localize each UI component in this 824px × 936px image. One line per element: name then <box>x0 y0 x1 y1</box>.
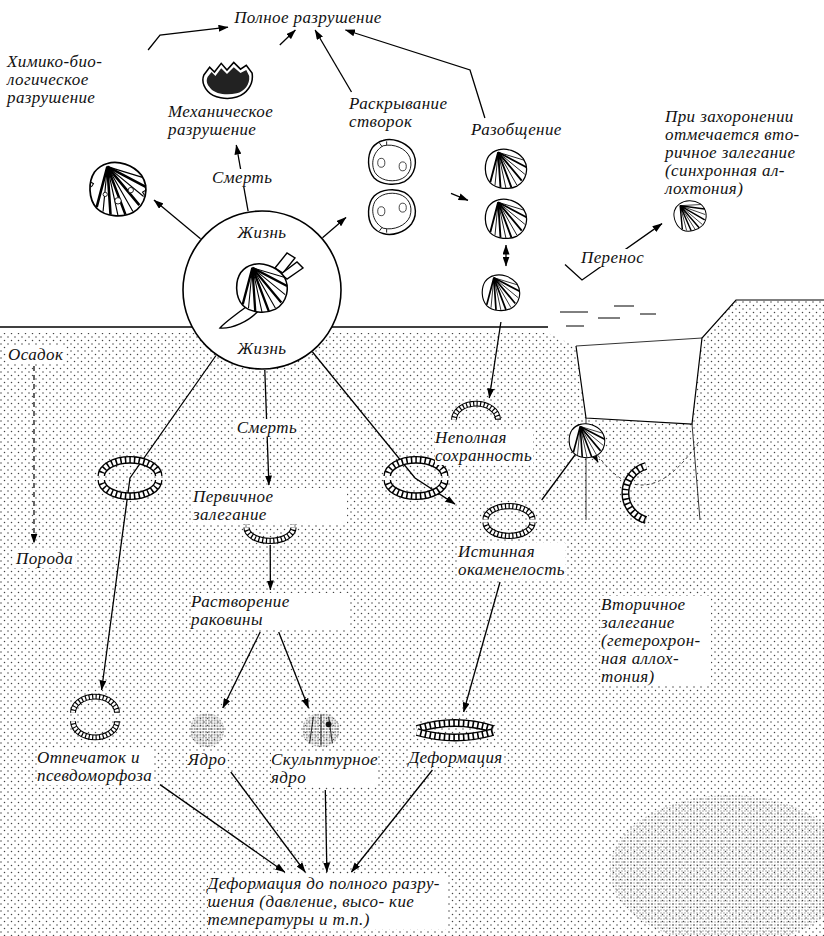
flow-arrow <box>154 200 201 239</box>
floating-valve <box>482 275 519 311</box>
stage-caption: Деформация <box>408 749 502 767</box>
flow-arrow <box>325 790 327 872</box>
partial-section <box>454 404 498 420</box>
shell-section <box>101 460 158 496</box>
reworked-shell <box>569 424 605 458</box>
imprint-section <box>73 721 117 737</box>
sediment-arrow <box>33 366 34 543</box>
stage-caption: При захоронении отмечается вто- ричное з… <box>665 108 811 198</box>
stage-caption: Неполная сохранность <box>435 429 533 465</box>
current-lines <box>560 306 656 326</box>
stage-caption: Истинная окаменелость <box>458 543 565 579</box>
stage-block: Первичное залегание <box>190 485 350 545</box>
flow-arrow <box>313 352 456 504</box>
separate-valve <box>485 149 526 188</box>
open-valve <box>369 190 416 235</box>
stage-caption: Полное разрушение <box>234 9 382 27</box>
double-arrow <box>505 245 506 266</box>
flow-arrow <box>451 193 468 200</box>
separate-valve <box>485 199 526 238</box>
stage-caption: Механическое разрушение <box>168 103 287 139</box>
circle-border <box>183 211 341 369</box>
life-circle: ЖизньЖизнь <box>182 210 342 370</box>
stage-caption: Отпечаток и псевдоморфоза <box>37 749 153 785</box>
flow-arrow <box>565 224 662 280</box>
flow-arrow <box>323 217 347 237</box>
stage-caption: Ядро <box>188 751 226 769</box>
flow-arrow <box>280 30 296 45</box>
open-valve <box>369 140 416 185</box>
flow-arrow <box>223 632 260 708</box>
stage-caption: Растворение раковины <box>191 593 350 629</box>
stage-block: Раскрывание створок <box>346 92 451 252</box>
sculptured-mould <box>302 713 340 747</box>
deformed-section <box>417 723 493 738</box>
imprint-section <box>73 697 117 713</box>
stage-block: Деформация до полного разру- шения (давл… <box>155 872 500 932</box>
stage-block: Деформация <box>398 712 513 770</box>
stage-block: Истинная окаменелость <box>455 500 568 582</box>
stage-block: Химико-био- логическое разрушение <box>4 50 154 225</box>
process-label: Порода <box>14 550 75 568</box>
stage-caption: Деформация до полного разру- шения (давл… <box>208 875 448 929</box>
stage-block: Отпечаток и псевдоморфоза <box>30 690 160 788</box>
living-mollusk <box>220 253 303 328</box>
stage-caption: Жизнь <box>238 340 287 358</box>
stage-block: Растворение раковины <box>188 590 353 632</box>
flow-arrow <box>315 30 351 92</box>
flow-arrow <box>270 545 271 590</box>
stage-block: Ядро <box>178 708 236 772</box>
internal-mould <box>190 713 224 747</box>
broken-shell <box>203 62 252 98</box>
stage-block: Вторичное залегание (гетерохрон- ная алл… <box>598 455 716 689</box>
stage-caption: Раскрывание створок <box>349 95 448 131</box>
shell-section <box>387 460 444 496</box>
flow-arrow <box>279 632 309 708</box>
buried-section <box>625 466 646 520</box>
dense-rock <box>610 795 824 936</box>
stage-block: Полное разрушение <box>228 6 388 30</box>
stage-block: При захоронении отмечается вто- ричное з… <box>662 105 814 235</box>
flow-arrow <box>148 27 228 50</box>
flow-arrow <box>464 582 500 712</box>
stage-caption: Первичное залегание <box>193 488 347 524</box>
process-label: Осадок <box>6 346 65 364</box>
stage-block: Скульптурное ядро <box>268 708 381 790</box>
stage-caption: Химико-био- логическое разрушение <box>7 53 107 107</box>
arrow-label: Смерть <box>235 419 299 437</box>
stage-caption: Жизнь <box>238 224 287 242</box>
stage-block: Неполная сохранность <box>432 398 536 468</box>
block-outline <box>576 300 824 424</box>
stage-block: Разобщение <box>468 118 565 322</box>
fossil-section <box>486 506 533 536</box>
flow-arrow <box>489 322 501 398</box>
flow-arrow <box>160 785 285 872</box>
stage-caption: Скульптурное ядро <box>271 751 378 787</box>
chem-shell <box>90 162 146 215</box>
arrow-label: Перенос <box>579 249 646 267</box>
stage-caption: Разобщение <box>471 121 562 139</box>
stage-caption: Вторичное залегание (гетерохрон- ная алл… <box>601 596 711 686</box>
arrow-label: Смерть <box>210 169 274 187</box>
transported-valve <box>670 196 710 235</box>
stage-block: Механическое разрушение <box>165 45 290 145</box>
